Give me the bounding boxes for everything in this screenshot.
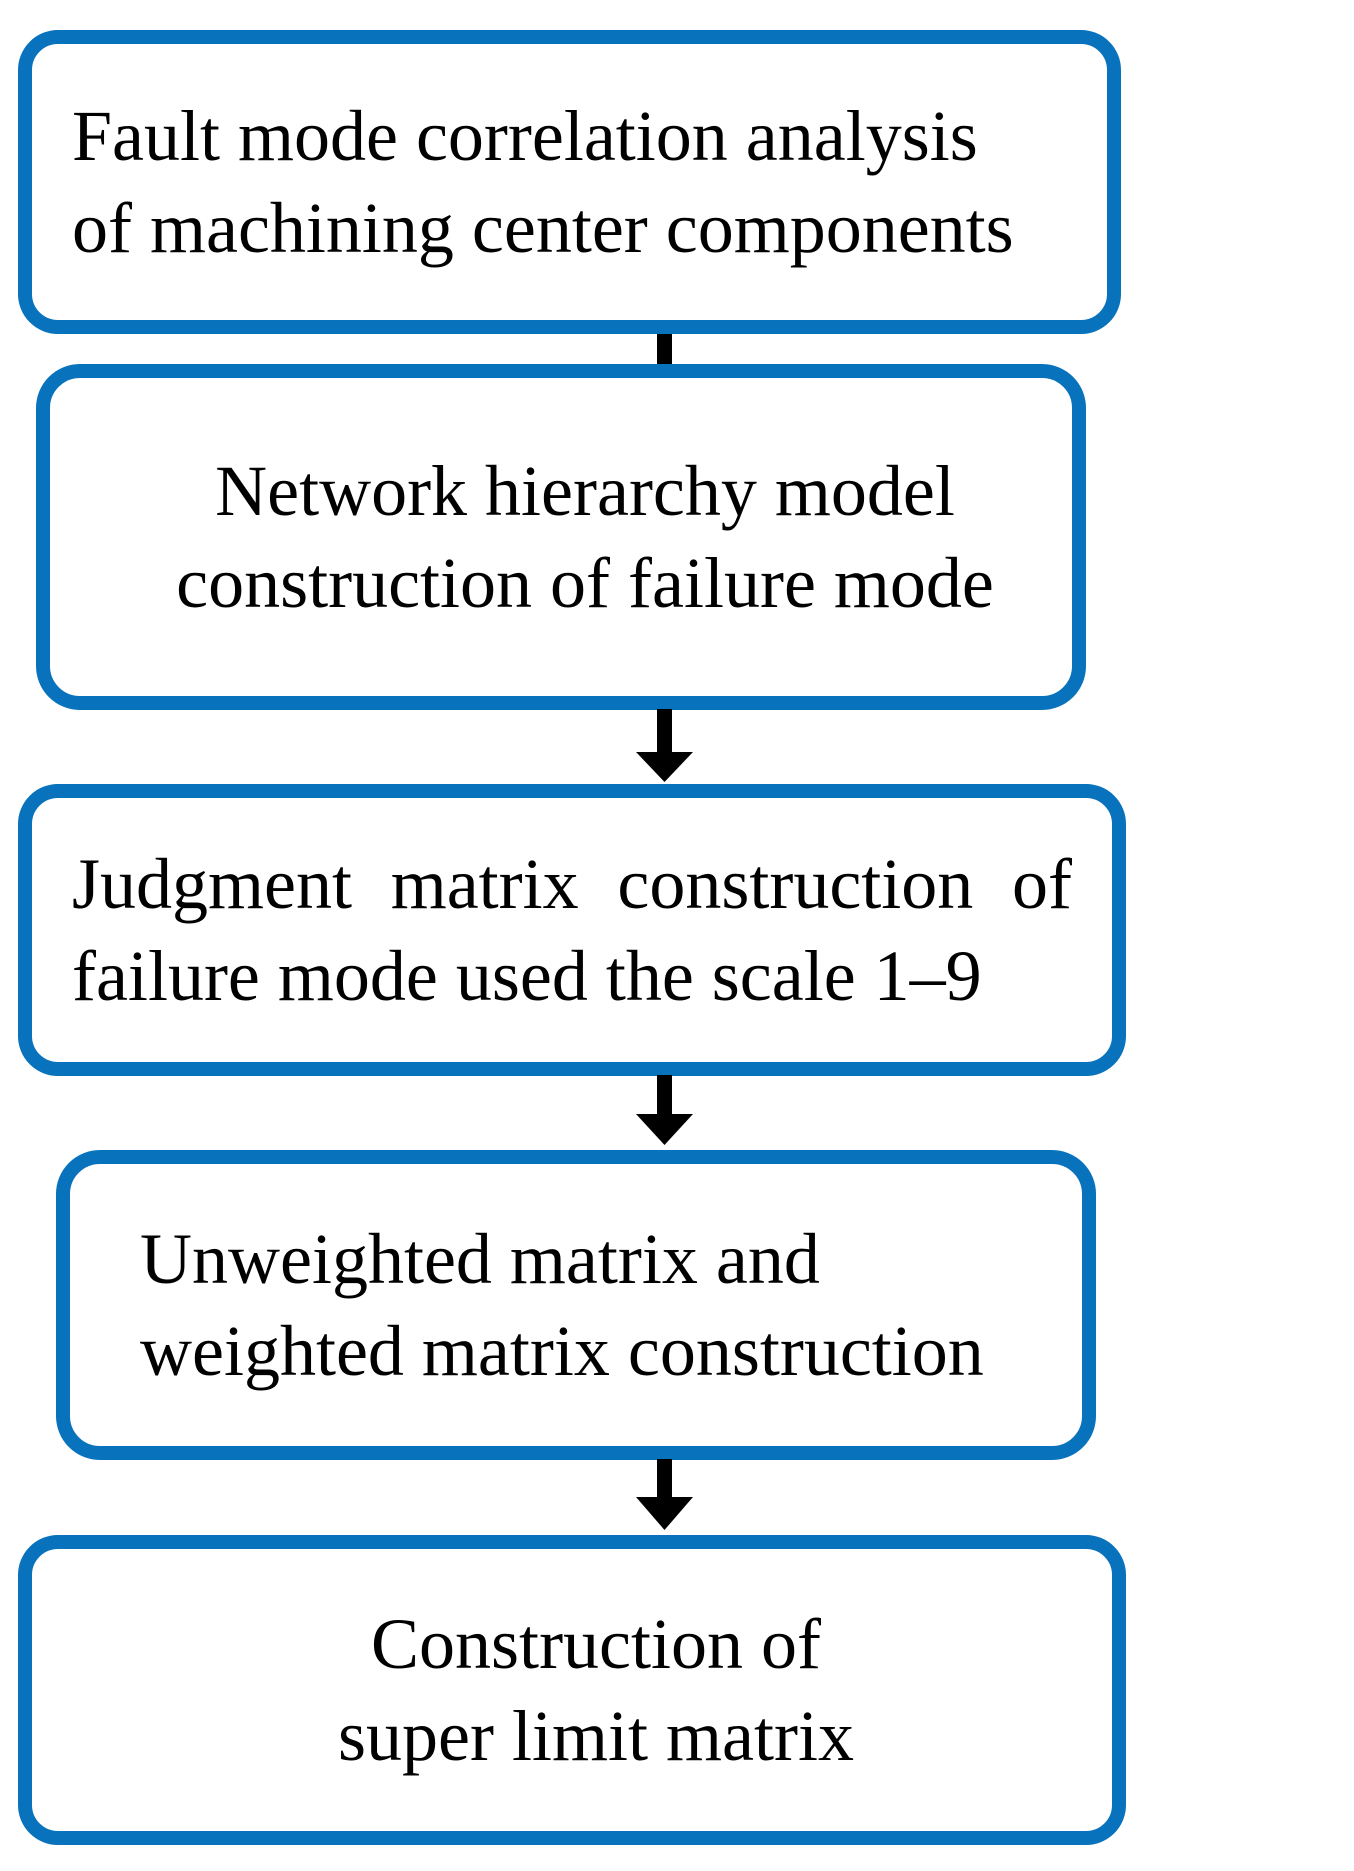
node-5-text-block: Construction of super limit matrix — [32, 1598, 1160, 1782]
node-1-line-1: Fault mode correlation analysis — [72, 95, 978, 176]
flowchart-node-judgment-matrix-construction[interactable]: Judgment matrix construction of failure … — [18, 784, 1126, 1076]
node-5-line-1: Construction of — [371, 1603, 821, 1684]
flowchart-node-network-hierarchy-model[interactable]: Network hierarchy model construction of … — [36, 364, 1086, 710]
node-1-text-block: Fault mode correlation analysis of machi… — [32, 90, 1147, 274]
flowchart-node-construction-super-limit-matrix[interactable]: Construction of super limit matrix — [18, 1535, 1126, 1845]
node-4-text-block: Unweighted matrix and weighted matrix co… — [70, 1213, 1152, 1397]
node-4-line-1: Unweighted matrix and — [140, 1218, 820, 1299]
node-5-line-2: super limit matrix — [338, 1696, 854, 1776]
flowchart-node-unweighted-weighted-matrix[interactable]: Unweighted matrix and weighted matrix co… — [56, 1150, 1096, 1460]
node-1-line-2: of machining center components — [72, 188, 1014, 268]
node-3-line-1-text: Judgment matrix construction of — [72, 843, 1072, 924]
node-3-line-1: Judgment matrix construction of — [72, 838, 1152, 930]
node-2-line-1: Network hierarchy model — [215, 450, 955, 531]
node-2-line-2: construction of failure mode — [176, 543, 994, 623]
node-3-text-block: Judgment matrix construction of failure … — [32, 838, 1152, 1022]
node-4-line-2: weighted matrix construction — [140, 1311, 984, 1391]
flowchart-node-fault-mode-correlation-analysis[interactable]: Fault mode correlation analysis of machi… — [18, 30, 1121, 334]
node-2-text-block: Network hierarchy model construction of … — [50, 445, 1120, 629]
node-3-line-2: failure mode used the scale 1–9 — [72, 936, 982, 1016]
